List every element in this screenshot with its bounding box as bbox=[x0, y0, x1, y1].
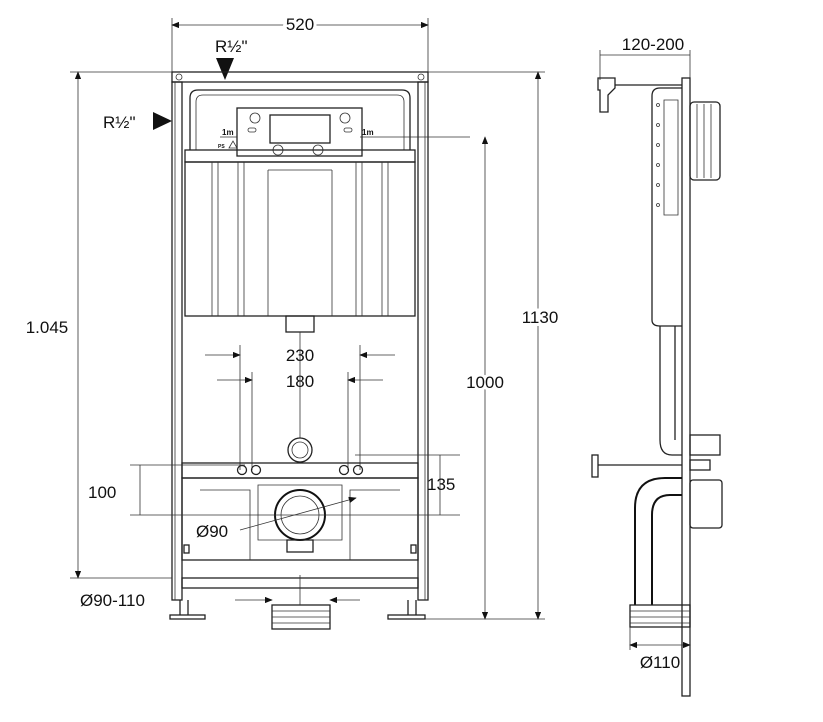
flush-actuator bbox=[689, 101, 721, 181]
hose-right-label: 1m bbox=[362, 128, 374, 137]
offset-135-label: 135 bbox=[427, 475, 455, 494]
flush-plate-bracket bbox=[236, 107, 363, 157]
outlet-diameter-label: Ø90-110 bbox=[80, 591, 145, 610]
spacing-180-label: 180 bbox=[286, 372, 314, 391]
width-label: 520 bbox=[286, 15, 314, 34]
foot-right bbox=[387, 614, 426, 620]
spacing-230-label: 230 bbox=[286, 346, 314, 365]
frame-left-upright bbox=[171, 81, 183, 601]
height-1000-label: 1000 bbox=[466, 373, 504, 392]
height-1130-label: 1130 bbox=[522, 308, 559, 327]
side-outlet-diameter-label: Ø110 bbox=[640, 653, 680, 672]
supply-pipe bbox=[287, 437, 313, 463]
frame-top-rail bbox=[171, 71, 429, 83]
floor-bracket bbox=[591, 454, 599, 478]
height-1045-label: 1.045 bbox=[26, 318, 69, 337]
wall-bracket bbox=[597, 77, 616, 113]
ps-label: PS bbox=[218, 144, 225, 150]
frame-right-upright bbox=[417, 81, 429, 601]
drain-bend bbox=[634, 477, 682, 605]
inlet-side-arrow-icon bbox=[153, 112, 172, 130]
drain-diameter-label: Ø90 bbox=[196, 522, 228, 541]
depth-label: 120-200 bbox=[622, 35, 684, 54]
cistern-body bbox=[184, 161, 416, 317]
side-view: 120-200 Ø110 bbox=[591, 35, 723, 697]
front-view: 520 R½" R½" 1m PS 1m bbox=[26, 12, 561, 630]
offset-100-label: 100 bbox=[88, 483, 116, 502]
frame-side bbox=[681, 77, 691, 697]
inlet-arrow-icon bbox=[216, 58, 234, 80]
side-outlet-pipe bbox=[629, 604, 691, 628]
hose-left-label: 1m bbox=[222, 128, 234, 137]
recycle-triangle-icon bbox=[228, 140, 238, 149]
thread-top-label: R½" bbox=[215, 37, 248, 56]
thread-left-label: R½" bbox=[103, 113, 136, 132]
foot-left bbox=[169, 614, 206, 620]
